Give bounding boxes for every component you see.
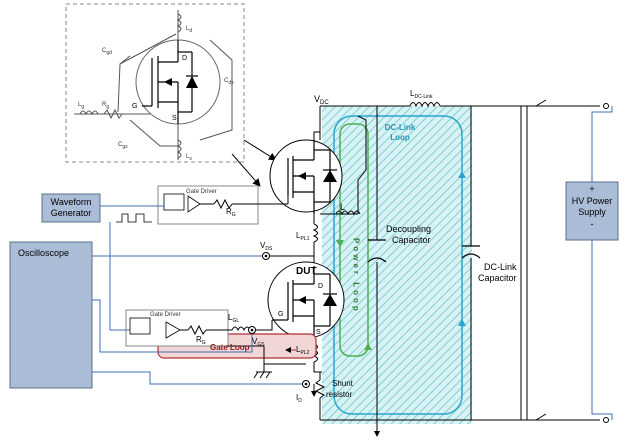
gate-driver-bottom-label: Gate Driver bbox=[150, 312, 181, 318]
rg-top-label: RG bbox=[226, 207, 236, 218]
id-label: ID bbox=[296, 393, 302, 404]
gate-driver-bottom: Gate Driver bbox=[125, 309, 229, 347]
inset-ls-label: Ls bbox=[186, 154, 192, 162]
oscilloscope: Oscilloscope bbox=[9, 241, 302, 389]
dut-label: DUT bbox=[296, 266, 317, 277]
dclink-loop-label-1: DC-Link bbox=[385, 123, 416, 132]
inset-pin-s: S bbox=[172, 115, 177, 122]
inset-cgd-label: Cgd bbox=[102, 48, 112, 56]
dclink-capacitor bbox=[461, 245, 481, 259]
hv-power-supply: + HV Power Supply - bbox=[565, 106, 619, 420]
ground-symbol bbox=[253, 364, 272, 379]
gate-driver-top: Gate Driver bbox=[157, 185, 289, 225]
zoom-arrows bbox=[231, 139, 277, 187]
dclink-region bbox=[322, 106, 472, 424]
inset-cgs-label: Cgs bbox=[118, 142, 128, 150]
inset-pin-d: D bbox=[182, 55, 187, 62]
mosfet-parasitics-inset: Ld Ls Lg Rg Cgd Cds Cgs G D S bbox=[65, 3, 245, 163]
waveform-label-1: Waveform bbox=[51, 197, 92, 207]
decoupling-label-1: Decoupling bbox=[386, 224, 431, 234]
dclink-loop-label-2: Loop bbox=[390, 133, 410, 142]
ldclink-inductor bbox=[409, 102, 441, 108]
decoupling-label-2: Capacitor bbox=[392, 235, 431, 245]
hv-label-2: Supply bbox=[578, 207, 606, 217]
high-side-mosfet bbox=[269, 139, 343, 214]
hv-label-1: HV Power bbox=[572, 196, 613, 206]
shunt-label-1: Shunt bbox=[332, 379, 354, 388]
waveform-label-2: Generator bbox=[51, 208, 92, 218]
gate-loop-label: Gate Loop bbox=[210, 343, 250, 352]
hv-minus-label: - bbox=[591, 219, 594, 229]
inset-rg-label: Rg bbox=[102, 102, 109, 110]
vds-label: VDS bbox=[260, 241, 273, 252]
vgs-label: VGS bbox=[252, 337, 265, 348]
rg-bottom-label: RG bbox=[196, 335, 206, 346]
waveform-generator: Waveform Generator bbox=[41, 193, 164, 331]
lpl2-label: LPL2 bbox=[296, 345, 310, 356]
inset-pin-g: G bbox=[132, 103, 137, 110]
ldclink-label: LDC-Link bbox=[410, 89, 433, 100]
dut-mosfet: DUT G D S bbox=[267, 261, 345, 339]
hv-plus-label: + bbox=[589, 184, 594, 194]
lgl-label: LGL bbox=[228, 313, 239, 324]
inset-ld-label: Ld bbox=[186, 26, 192, 34]
dut-pin-d: D bbox=[318, 283, 323, 290]
power-loop-label: Power Loop bbox=[352, 238, 361, 314]
shunt-resistor bbox=[314, 376, 326, 420]
dclink-cap-label-1: DC-Link bbox=[484, 262, 517, 272]
load-inductor bbox=[312, 115, 367, 243]
inset-lg-label: Lg bbox=[78, 102, 84, 110]
dclink-cap-label-2: Capacitor bbox=[478, 273, 517, 283]
gate-driver-top-label: Gate Driver bbox=[186, 189, 217, 195]
inset-cds-label: Cds bbox=[224, 78, 234, 86]
decoupling-capacitor bbox=[367, 239, 387, 263]
l-label: L bbox=[340, 202, 345, 212]
oscilloscope-label: Oscilloscope bbox=[18, 248, 69, 258]
lpl1-label: LPL1 bbox=[296, 231, 310, 242]
dut-pin-s: S bbox=[316, 329, 321, 336]
dut-pin-g: G bbox=[278, 311, 283, 318]
shunt-label-2: resistor bbox=[326, 390, 353, 399]
supply-terminals bbox=[535, 99, 609, 423]
vdc-label: VDC bbox=[314, 94, 329, 106]
